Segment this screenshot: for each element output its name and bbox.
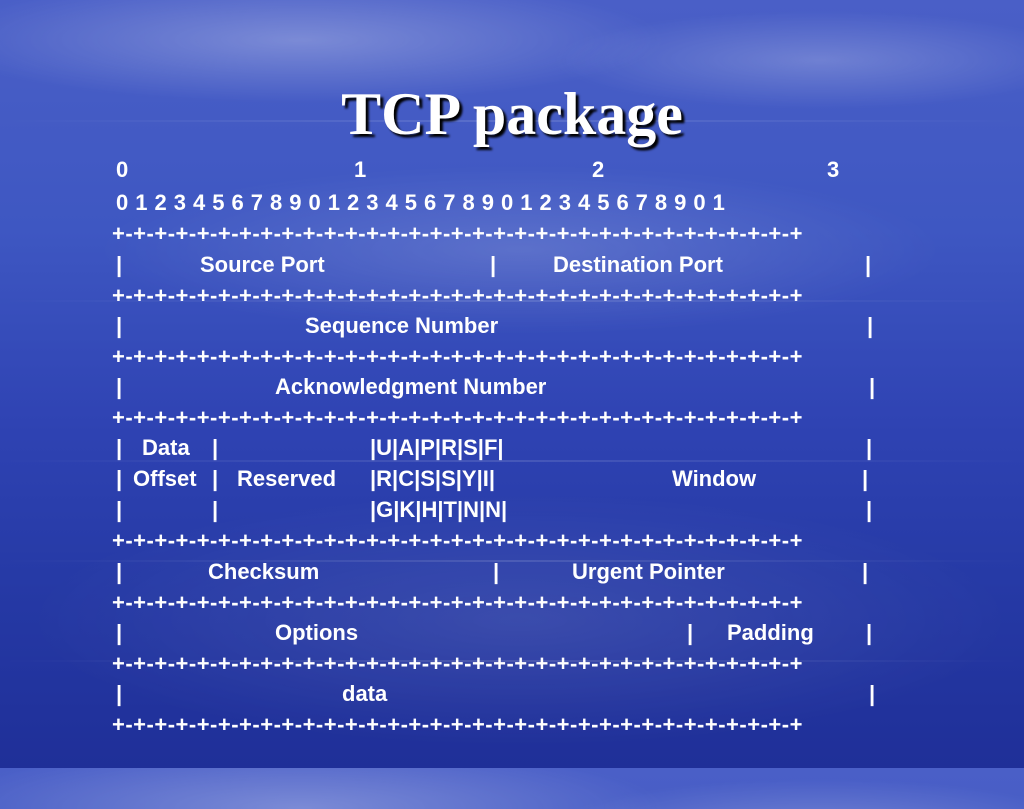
bar: | [116, 313, 123, 338]
bar: | [116, 681, 123, 706]
decade-1: 1 [354, 157, 367, 182]
border-line: +-+-+-+-+-+-+-+-+-+-+-+-+-+-+-+-+-+-+-+-… [0, 218, 802, 250]
bar: | [869, 374, 876, 399]
bar: | [212, 466, 219, 491]
border-text: +-+-+-+-+-+-+-+-+-+-+-+-+-+-+-+-+-+-+-+-… [112, 651, 803, 676]
row-checksum: | Checksum | Urgent Pointer | [0, 556, 868, 588]
decade-2: 2 [592, 157, 605, 182]
bar: | [869, 681, 876, 706]
bar: | [490, 252, 497, 277]
bar: | [116, 559, 123, 584]
row-flags-1: | Data | |U|A|P|R|S|F| | [0, 432, 872, 464]
reserved-label: Reserved [237, 466, 337, 491]
flags-row-3: |G|K|H|T|N|N| [370, 497, 508, 522]
row-flags-3: | | |G|K|H|T|N|N| | [0, 494, 872, 526]
bar: | [493, 559, 500, 584]
row-options: | Options | Padding | [0, 617, 872, 649]
source-port-label: Source Port [200, 252, 325, 277]
bar: | [116, 620, 123, 645]
decade-0: 0 [116, 157, 129, 182]
destination-port-label: Destination Port [553, 252, 723, 277]
bar: | [116, 497, 123, 522]
border-text: +-+-+-+-+-+-+-+-+-+-+-+-+-+-+-+-+-+-+-+-… [112, 283, 803, 308]
border-line: +-+-+-+-+-+-+-+-+-+-+-+-+-+-+-+-+-+-+-+-… [0, 587, 802, 619]
bit-index-text: 0 1 2 3 4 5 6 7 8 9 0 1 2 3 4 5 6 7 8 9 … [116, 190, 726, 215]
border-text: +-+-+-+-+-+-+-+-+-+-+-+-+-+-+-+-+-+-+-+-… [112, 590, 803, 615]
row-flags-2: | Offset | Reserved |R|C|S|S|Y|I| Window… [0, 463, 868, 495]
row-sequence: | Sequence Number | [0, 310, 873, 342]
bar: | [116, 252, 123, 277]
bar: | [862, 466, 869, 491]
bar: | [116, 374, 123, 399]
border-line: +-+-+-+-+-+-+-+-+-+-+-+-+-+-+-+-+-+-+-+-… [0, 280, 802, 312]
bar: | [116, 466, 123, 491]
border-line: +-+-+-+-+-+-+-+-+-+-+-+-+-+-+-+-+-+-+-+-… [0, 341, 802, 373]
bar: | [866, 497, 873, 522]
decade-3: 3 [827, 157, 840, 182]
padding-label: Padding [727, 620, 814, 645]
bar: | [866, 435, 873, 460]
bar: | [865, 252, 872, 277]
border-text: +-+-+-+-+-+-+-+-+-+-+-+-+-+-+-+-+-+-+-+-… [112, 405, 803, 430]
bar: | [212, 497, 219, 522]
sequence-number-label: Sequence Number [305, 313, 499, 338]
options-label: Options [275, 620, 359, 645]
flags-row-2: |R|C|S|S|Y|I| [370, 466, 495, 491]
acknowledgment-number-label: Acknowledgment Number [275, 374, 547, 399]
bar: | [866, 620, 873, 645]
window-label: Window [672, 466, 757, 491]
bit-decade-header: 0 1 2 3 [0, 154, 839, 186]
border-text: +-+-+-+-+-+-+-+-+-+-+-+-+-+-+-+-+-+-+-+-… [112, 712, 803, 737]
bar: | [116, 435, 123, 460]
data-label: Data [142, 435, 190, 460]
checksum-label: Checksum [208, 559, 320, 584]
border-text: +-+-+-+-+-+-+-+-+-+-+-+-+-+-+-+-+-+-+-+-… [112, 221, 803, 246]
bar: | [862, 559, 869, 584]
bar: | [687, 620, 694, 645]
border-line: +-+-+-+-+-+-+-+-+-+-+-+-+-+-+-+-+-+-+-+-… [0, 402, 802, 434]
bar: | [212, 435, 219, 460]
bar: | [867, 313, 874, 338]
border-line: +-+-+-+-+-+-+-+-+-+-+-+-+-+-+-+-+-+-+-+-… [0, 648, 802, 680]
offset-label: Offset [133, 466, 197, 491]
row-ports: | Source Port | Destination Port | [0, 249, 871, 281]
row-ack: | Acknowledgment Number | [0, 371, 875, 403]
data-payload-label: data [342, 681, 388, 706]
row-data: | data | [0, 678, 875, 710]
border-line: +-+-+-+-+-+-+-+-+-+-+-+-+-+-+-+-+-+-+-+-… [0, 525, 802, 557]
urgent-pointer-label: Urgent Pointer [572, 559, 725, 584]
border-text: +-+-+-+-+-+-+-+-+-+-+-+-+-+-+-+-+-+-+-+-… [112, 528, 803, 553]
border-text: +-+-+-+-+-+-+-+-+-+-+-+-+-+-+-+-+-+-+-+-… [112, 344, 803, 369]
slide-title: TCP package [341, 81, 683, 147]
bit-index-header: 0 1 2 3 4 5 6 7 8 9 0 1 2 3 4 5 6 7 8 9 … [0, 187, 725, 219]
flags-row-1: |U|A|P|R|S|F| [370, 435, 504, 460]
border-line: +-+-+-+-+-+-+-+-+-+-+-+-+-+-+-+-+-+-+-+-… [0, 709, 802, 741]
